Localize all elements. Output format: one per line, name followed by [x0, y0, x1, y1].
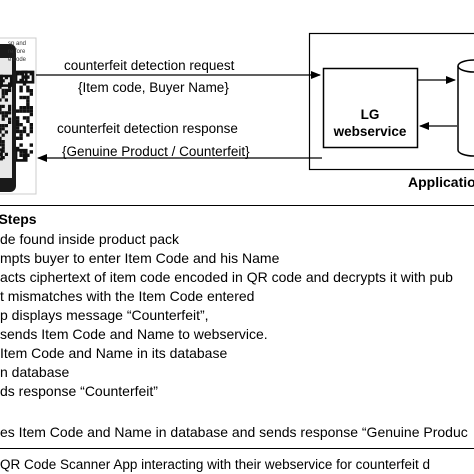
step-item: p displays message “Counterfeit”,: [0, 307, 209, 323]
webservice-box: [322, 67, 419, 149]
figure-caption: QR Code Scanner App interacting with the…: [0, 457, 430, 472]
request-params: {Item code, Buyer Name}: [78, 80, 229, 95]
webservice-label: LG webservice: [322, 106, 418, 140]
pack-label-line: re fore: [8, 49, 26, 55]
steps-title: n Steps: [0, 211, 37, 227]
qr-code-pack: [14, 70, 35, 162]
pack-label: sp and re fore e code: [8, 40, 26, 64]
step-item: t mismatches with the Item Code entered: [0, 288, 255, 304]
step-item: de found inside product pack: [0, 231, 180, 247]
qr-code-phone-screen: [0, 74, 13, 161]
step-item: sends Item Code and Name to webservice.: [0, 326, 268, 342]
pack-label-line: sp and: [8, 41, 27, 47]
step-item: acts ciphertext of item code encoded in …: [0, 269, 453, 285]
application-server-label: Applicatio: [408, 174, 474, 190]
step-item: ds response “Counterfeit”: [0, 383, 158, 399]
pack-label-line: e code: [8, 57, 27, 63]
webservice-label-line2: webservice: [333, 124, 407, 139]
step-item: es Item Code and Name in database and se…: [0, 424, 468, 440]
database-icon: [457, 59, 474, 157]
response-params: {Genuine Product / Counterfeit}: [62, 144, 250, 159]
webservice-label-line1: LG: [360, 107, 380, 122]
request-label: counterfeit detection request: [64, 58, 235, 73]
step-item: n database: [0, 364, 70, 380]
step-item: mpts buyer to enter Item Code and his Na…: [0, 250, 280, 266]
application-server-box: [308, 32, 474, 171]
phone-icon: [0, 44, 16, 192]
step-item: Item Code and Name in its database: [0, 345, 228, 361]
response-label: counterfeit detection response: [57, 121, 238, 136]
